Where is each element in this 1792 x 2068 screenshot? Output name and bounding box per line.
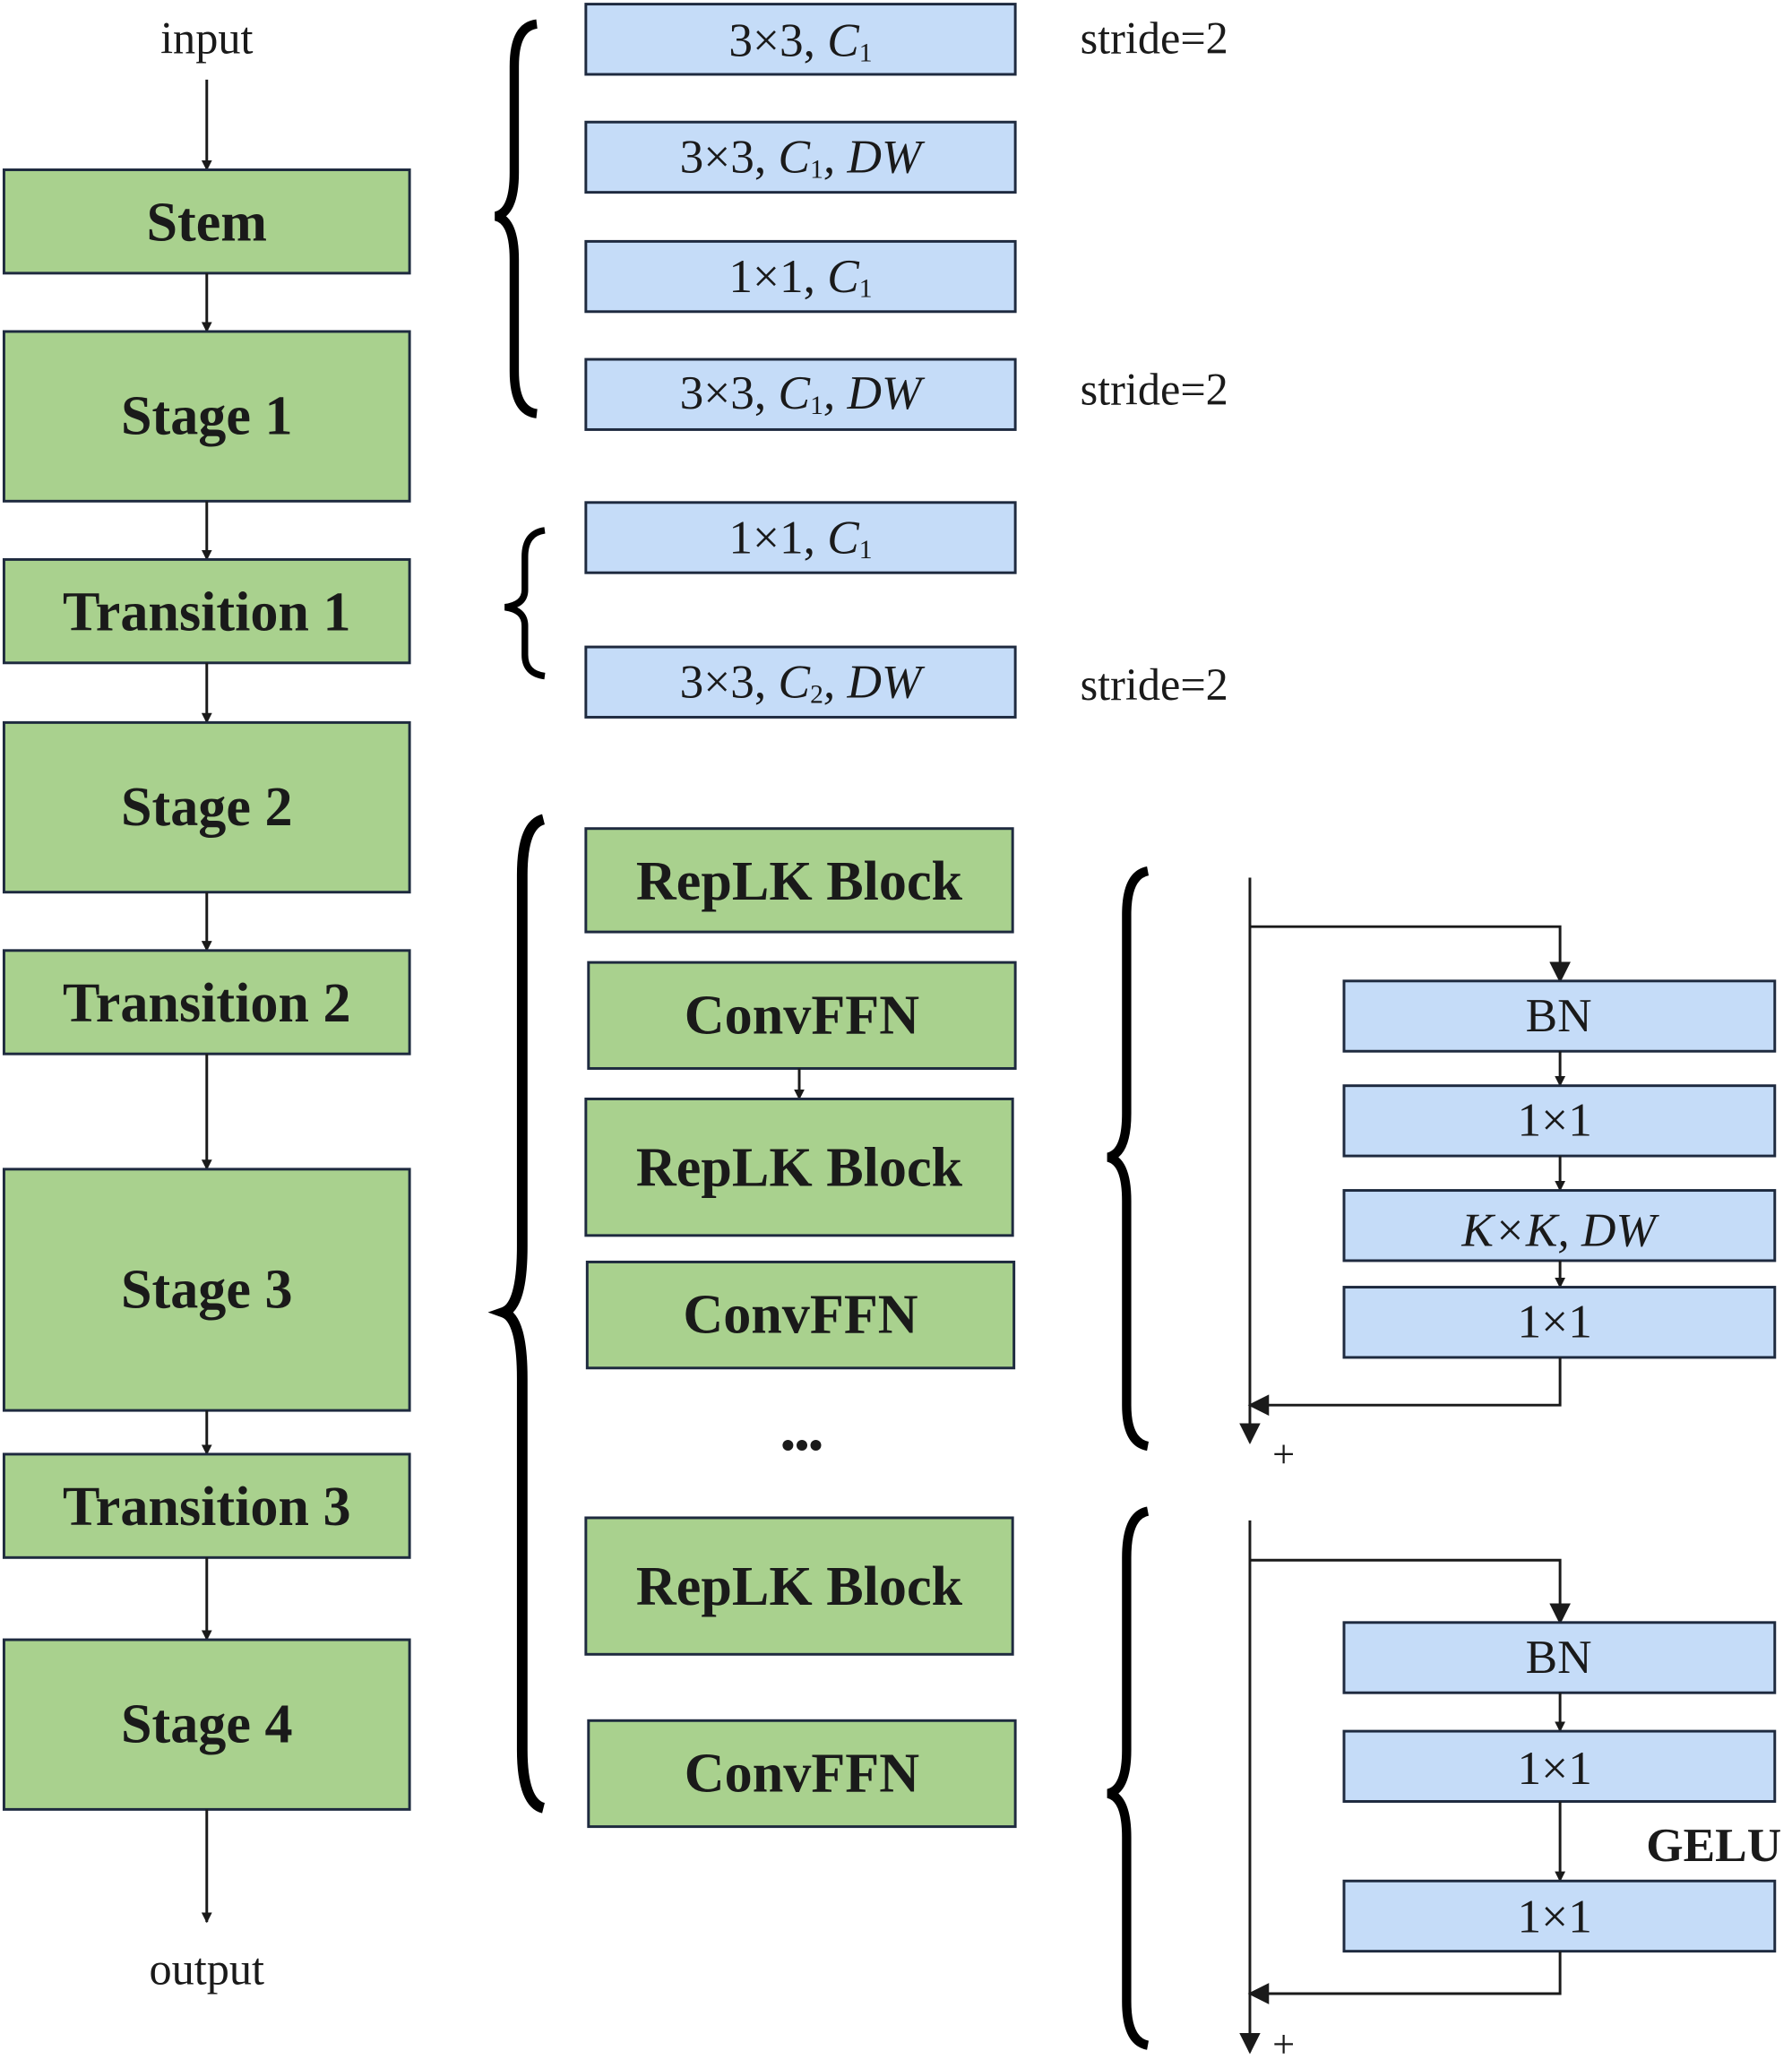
stage-block-label: RepLK Block [636,851,963,912]
layer-label: 1×1, C1 [728,249,872,303]
stage-block-replk[interactable]: RepLK Block [584,1098,1014,1237]
replk-layer-1x1[interactable]: 1×1 [1342,1084,1777,1158]
backbone-block-label: Stage 3 [121,1260,293,1321]
residual-in [1249,925,1571,984]
activation-label: GELU [1646,1819,1781,1872]
stride-note: stride=2 [1081,13,1228,63]
convffn-layer-1x1[interactable]: 1×1 [1342,1729,1777,1803]
stage-block-label: ConvFFN [685,985,919,1046]
transition-layer[interactable]: 1×1, C1 [584,501,1017,574]
layer-label: 3×3, C1, DW [680,366,926,420]
transition-layer[interactable]: 3×3, C2, DW [584,645,1017,719]
backbone-block-label: Transition 2 [63,973,351,1034]
layer-label: 3×3, C1 [728,13,872,67]
stem-brace-icon [494,19,538,418]
backbone-block-stage-3[interactable]: Stage 3 [2,1168,411,1412]
residual-in [1249,1558,1571,1625]
stage-block-replk[interactable]: RepLK Block [584,827,1014,934]
transition-brace-icon [504,527,546,680]
layer-label: BN [1526,989,1592,1042]
layer-label: 1×1 [1518,1891,1592,1943]
backbone-block-transition-2[interactable]: Transition 2 [2,949,411,1056]
backbone-block-label: Stage 1 [121,386,293,447]
stage-block-label: ConvFFN [683,1285,918,1346]
sum-label: + [1272,1432,1295,1477]
replk-brace-icon [1106,866,1150,1452]
stage-block-label: ConvFFN [685,1743,919,1804]
ellipsis: ••• [781,1423,823,1468]
stage-brace-icon [487,814,546,1814]
output-label: output [150,1944,265,1995]
stem-layer[interactable]: 1×1, C1 [584,239,1017,314]
backbone-block-label: Transition 3 [63,1477,351,1538]
backbone-block-label: Transition 1 [63,582,351,643]
convffn-brace-icon [1106,1506,1150,2050]
convffn-detail: BN 1×1 GELU 1×1 + [1106,1506,1781,2066]
layer-label: K×K, DW [1460,1203,1659,1256]
replk-layer-kxk-dw[interactable]: K×K, DW [1342,1189,1777,1262]
residual-out [1247,1357,1562,1417]
layer-label: BN [1526,1631,1592,1684]
stride-note: stride=2 [1081,364,1228,414]
layer-label: 1×1, C1 [728,511,872,564]
residual-out [1247,1951,1562,2004]
convffn-layer-bn[interactable]: BN [1342,1621,1777,1694]
replk-block-detail: BN 1×1 K×K, DW 1×1 + [1106,866,1777,1477]
backbone-block-stage-4[interactable]: Stage 4 [2,1638,411,1811]
input-label: input [160,13,253,63]
sum-label: + [1272,2021,1295,2066]
stem-detail: 3×3, C1 stride=2 3×3, C1, DW 1×1, C1 3×3… [494,3,1228,431]
stride-note: stride=2 [1081,659,1228,710]
backbone-block-transition-3[interactable]: Transition 3 [2,1452,411,1559]
backbone-block-stem[interactable]: Stem [2,168,411,275]
stem-layer[interactable]: 3×3, C1 [584,3,1017,76]
layer-label: 1×1 [1518,1296,1592,1349]
layer-label: 1×1 [1518,1094,1592,1147]
transition-detail: 1×1, C1 3×3, C2, DW stride=2 [504,501,1228,719]
convffn-layer-1x1[interactable]: 1×1 [1342,1879,1777,1953]
backbone-block-label: Stage 2 [121,777,293,838]
replk-layer-1x1[interactable]: 1×1 [1342,1286,1777,1359]
stage-block-convffn[interactable]: ConvFFN [587,1719,1017,1829]
stage-detail: RepLK Block ConvFFN RepLK Block ConvFFN … [487,814,1017,1829]
stem-layer[interactable]: 3×3, C1, DW [584,358,1017,431]
backbone-block-transition-1[interactable]: Transition 1 [2,557,411,665]
stage-block-replk[interactable]: RepLK Block [584,1516,1014,1656]
backbone-block-label: Stage 4 [121,1694,293,1755]
backbone-block-stage-2[interactable]: Stage 2 [2,720,411,894]
stage-block-label: RepLK Block [636,1556,963,1617]
stem-layer[interactable]: 3×3, C1, DW [584,120,1017,194]
layer-label: 3×3, C1, DW [680,130,926,184]
stage-block-convffn[interactable]: ConvFFN [587,961,1017,1070]
layer-label: 3×3, C2, DW [680,655,926,709]
backbone-block-label: Stem [146,193,267,254]
backbone: input Stem Stage 1 Transition 1 Stage 2 … [2,13,411,1995]
replk-layer-bn[interactable]: BN [1342,979,1777,1053]
layer-label: 1×1 [1518,1742,1592,1795]
stage-block-label: RepLK Block [636,1137,963,1198]
stage-block-convffn[interactable]: ConvFFN [585,1260,1016,1370]
backbone-block-stage-1[interactable]: Stage 1 [2,330,411,503]
